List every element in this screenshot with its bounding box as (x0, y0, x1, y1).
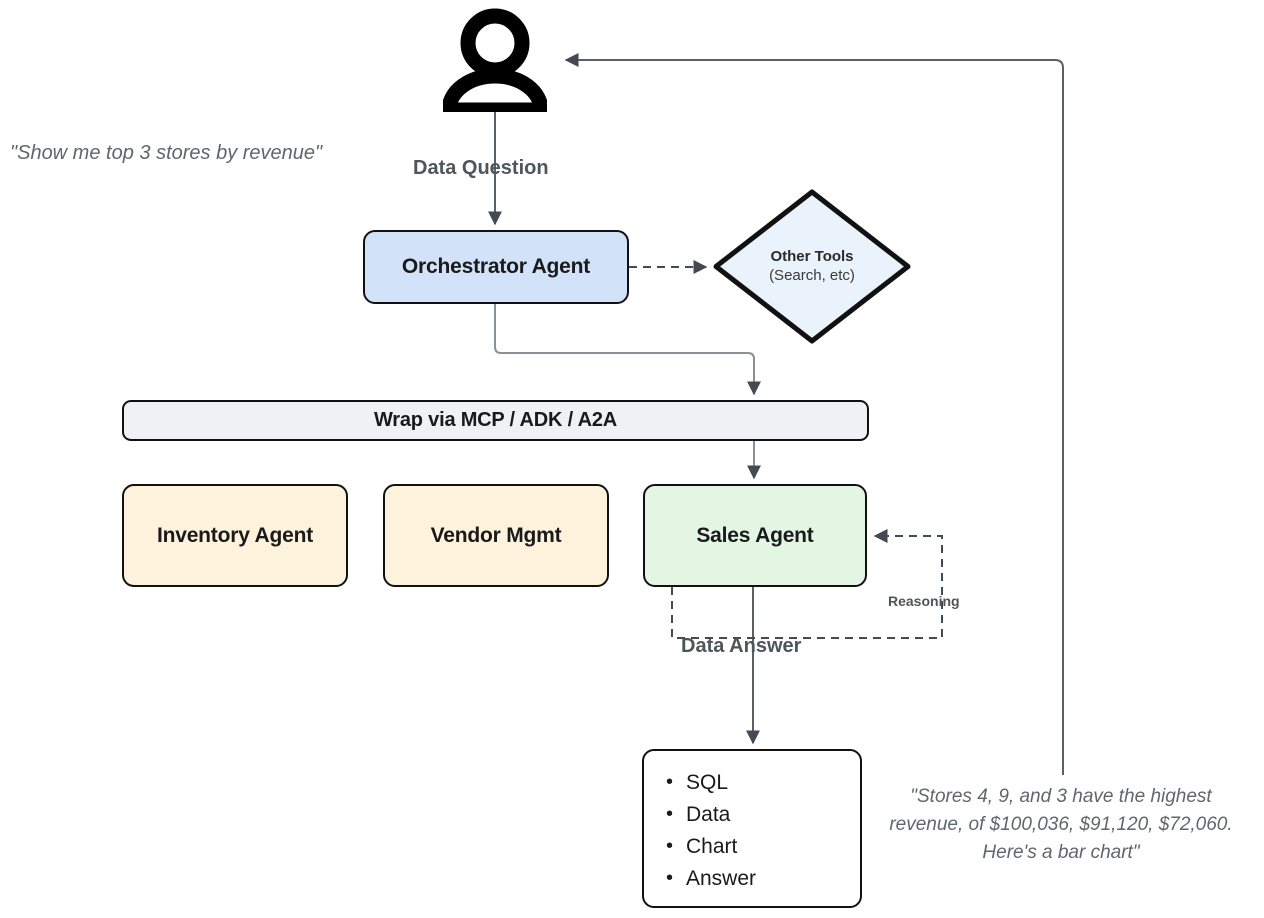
node-other-tools[interactable]: Other Tools (Search, etc) (712, 188, 912, 345)
edge-label-data-question: Data Question (413, 157, 549, 179)
final-answer-quote: "Stores 4, 9, and 3 have the highest rev… (866, 783, 1256, 867)
node-orchestrator-agent-label: Orchestrator Agent (401, 255, 591, 278)
output-artifact-list: SQL Data Chart Answer (666, 766, 860, 895)
list-item: Answer (666, 862, 860, 895)
node-other-tools-title: Other Tools (770, 247, 854, 265)
node-inventory-agent[interactable]: Inventory Agent (122, 484, 348, 587)
node-mcp-wrapper[interactable]: Wrap via MCP / ADK / A2A (122, 400, 869, 441)
edge-label-reasoning: Reasoning (888, 593, 960, 609)
node-sales-agent[interactable]: Sales Agent (643, 484, 867, 587)
list-item: Chart (666, 830, 860, 863)
final-answer-quote-line-2: revenue, of $100,036, $91,120, $72,060. (889, 814, 1233, 835)
node-other-tools-subtitle: (Search, etc) (769, 266, 855, 284)
user-icon (441, 8, 549, 118)
diamond-shape (713, 189, 911, 344)
node-inventory-agent-label: Inventory Agent (156, 523, 314, 547)
final-answer-quote-line-3: Here's a bar chart" (982, 842, 1140, 863)
node-orchestrator-agent[interactable]: Orchestrator Agent (363, 230, 629, 304)
node-mcp-wrapper-label: Wrap via MCP / ADK / A2A (373, 409, 618, 431)
final-answer-quote-line-1: "Stores 4, 9, and 3 have the highest (910, 786, 1212, 807)
list-item: Data (666, 798, 860, 831)
node-sales-agent-label: Sales Agent (696, 523, 814, 547)
node-vendor-mgmt-label: Vendor Mgmt (430, 523, 562, 547)
edge-label-data-answer: Data Answer (681, 635, 802, 657)
node-other-tools-text: Other Tools (Search, etc) (712, 188, 912, 345)
node-vendor-mgmt[interactable]: Vendor Mgmt (383, 484, 609, 587)
list-item: SQL (666, 766, 860, 799)
user-question-quote: "Show me top 3 stores by revenue" (10, 142, 323, 164)
node-output-artifacts[interactable]: SQL Data Chart Answer (642, 749, 862, 908)
